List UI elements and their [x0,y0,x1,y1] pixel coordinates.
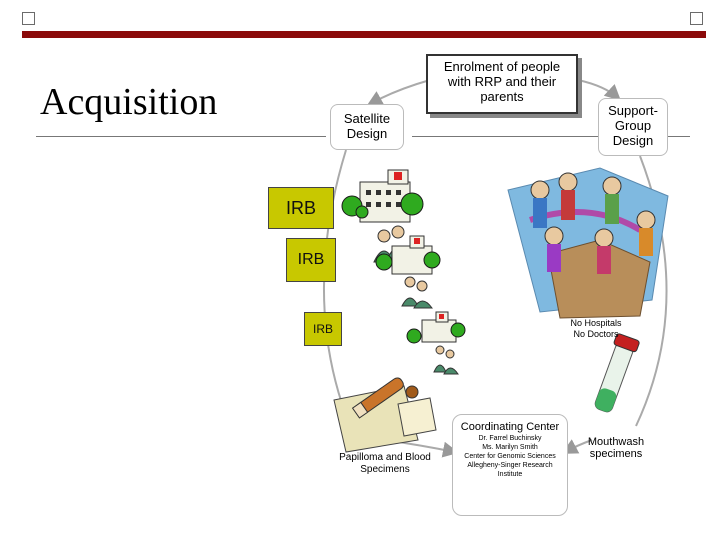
papilloma-line-1: Papilloma and Blood [339,452,431,463]
papilloma-line-2: Specimens [360,464,410,475]
support-group-people-icon [507,167,669,319]
coordinating-line-5: Institute [497,471,523,478]
support-note: No Hospitals No Doctors [556,318,636,340]
satellite-line-1: Satellite [343,111,391,126]
slide-top-bar [22,31,706,38]
enrolment-line-2: with RRP and their [447,74,557,89]
support-group-design-label: Support- Group Design [598,98,668,156]
doctors-pair-icon [401,276,433,309]
arc-satellite-down [322,149,351,427]
irb-badge-1: IRB [268,187,334,229]
enrolment-line-3: parents [480,89,524,104]
mouthwash-line-1: Mouthwash [587,436,645,448]
mouthwash-line-2: specimens [589,448,643,460]
coordinating-line-1: Dr. Farrel Buchinsky [478,435,542,442]
coordinating-heading: Coordinating Center [460,421,560,433]
hospital-building-icon-medium [375,235,441,275]
satellite-line-2: Design [346,126,388,141]
enrolment-line-1: Enrolment of people [443,59,561,74]
title-underline-mid [412,136,598,137]
arc-enrolment-to-support [577,79,621,101]
doctors-small-icon [433,345,459,375]
satellite-design-label: Satellite Design [330,104,404,150]
title-underline-left [36,136,326,137]
arc-enrolment-to-satellite [366,79,431,106]
support-note-line-2: No Doctors [573,329,619,339]
enrolment-box: Enrolment of people with RRP and their p… [426,54,578,114]
coordinating-line-3: Center for Genomic Sciences [464,453,556,460]
irb-badge-2: IRB [286,238,336,282]
support-line-2: Group [614,118,652,133]
coordinating-line-2: Ms. Marilyn Smith [482,444,538,451]
papilloma-label: Papilloma and Blood Specimens [330,452,440,476]
hospital-building-icon-small [406,311,466,344]
coordinating-center-box: Coordinating Center Dr. Farrel Buchinsky… [452,414,568,516]
corner-square-right [690,12,703,25]
corner-square-left [22,12,35,25]
specimen-tube-icon [594,333,640,413]
support-note-line-1: No Hospitals [570,318,622,328]
irb-badge-3: IRB [304,312,342,346]
slide-title: Acquisition [40,81,218,123]
title-underline-right [664,136,690,137]
coordinating-line-4: Allegheny-Singer Research [467,462,553,469]
mouthwash-label: Mouthwash specimens [580,436,652,460]
papilloma-specimen-icon [333,377,437,453]
support-line-1: Support- [608,103,658,118]
hospital-building-icon-large [341,169,424,223]
support-line-3: Design [612,133,654,148]
